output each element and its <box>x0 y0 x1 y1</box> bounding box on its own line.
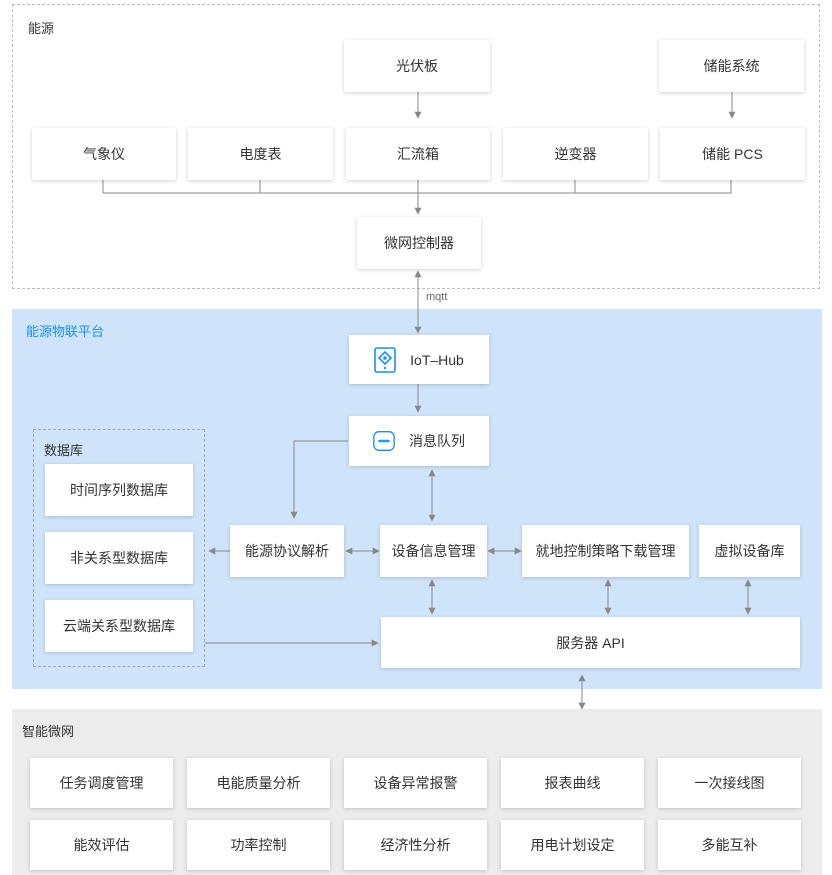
microgrid-item: 设备异常报警 <box>344 758 487 808</box>
mqtt-label: mqtt <box>426 291 448 303</box>
iot-hub-node: IoT–Hub <box>349 335 489 384</box>
cloud-relational-db-node: 云端关系型数据库 <box>45 600 193 652</box>
storage-pcs-node: 储能 PCS <box>660 128 805 180</box>
microgrid-item: 用电计划设定 <box>501 820 644 870</box>
device-info-mgmt-node: 设备信息管理 <box>380 525 487 577</box>
microgrid-item: 报表曲线 <box>501 758 644 808</box>
microgrid-controller-node: 微网控制器 <box>357 217 481 269</box>
microgrid-item: 能效评估 <box>30 820 173 870</box>
meter-node: 电度表 <box>188 128 333 180</box>
arrow-queue-parser <box>290 440 348 519</box>
energy-title: 能源 <box>28 21 55 36</box>
iot-hub-label: IoT–Hub <box>410 351 464 368</box>
database-title: 数据库 <box>44 443 84 458</box>
storage-system-node: 储能系统 <box>659 40 804 92</box>
nosql-db-node: 非关系型数据库 <box>45 532 193 584</box>
message-queue-label: 消息队列 <box>409 433 465 449</box>
microgrid-item: 任务调度管理 <box>30 758 173 808</box>
timeseries-db-node: 时间序列数据库 <box>45 464 193 516</box>
bus-line <box>102 180 732 194</box>
microgrid-item: 经济性分析 <box>344 820 487 870</box>
weather-station-node: 气象仪 <box>32 128 176 180</box>
microgrid-title: 智能微网 <box>22 724 75 739</box>
platform-title: 能源物联平台 <box>26 324 105 339</box>
microgrid-item: 一次接线图 <box>658 758 801 808</box>
local-strategy-mgmt-node: 就地控制策略下载管理 <box>522 525 689 577</box>
iot-hub-icon <box>374 346 396 373</box>
server-api-node: 服务器 API <box>381 617 800 668</box>
virtual-device-lib-node: 虚拟设备库 <box>699 525 800 577</box>
message-queue-icon <box>373 428 395 454</box>
microgrid-item: 功率控制 <box>187 820 330 870</box>
microgrid-item: 电能质量分析 <box>187 758 330 808</box>
database-zone <box>33 429 205 667</box>
pv-panel-node: 光伏板 <box>344 40 490 92</box>
inverter-node: 逆变器 <box>503 128 648 180</box>
microgrid-item: 多能互补 <box>658 820 801 870</box>
protocol-parser-node: 能源协议解析 <box>230 525 344 577</box>
combiner-box-node: 汇流箱 <box>346 128 490 180</box>
message-queue-node: 消息队列 <box>349 416 489 466</box>
